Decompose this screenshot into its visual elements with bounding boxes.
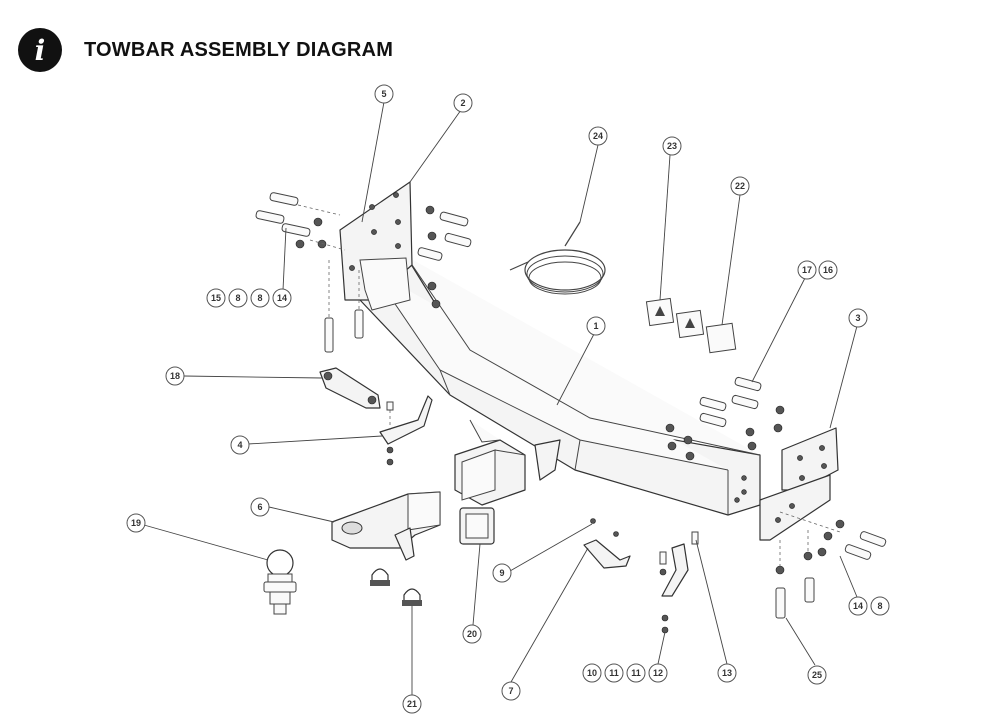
svg-text:21: 21 [407, 699, 417, 709]
svg-text:17: 17 [802, 265, 812, 275]
svg-text:5: 5 [381, 89, 386, 99]
hitch-cover-part [459, 507, 495, 545]
svg-text:10: 10 [587, 668, 597, 678]
svg-text:24: 24 [593, 131, 603, 141]
svg-text:9: 9 [499, 568, 504, 578]
svg-text:23: 23 [667, 141, 677, 151]
callout-20: 20 [462, 624, 482, 644]
left-bracket-part [339, 181, 413, 311]
diagram-header: i TOWBAR ASSEMBLY DIAGRAM [18, 28, 393, 72]
svg-text:16: 16 [823, 265, 833, 275]
svg-text:14: 14 [853, 601, 863, 611]
callout-24: 24 [588, 126, 608, 146]
page-title: TOWBAR ASSEMBLY DIAGRAM [84, 38, 394, 61]
callout-23: 23 [662, 136, 682, 156]
callout-6: 6 [250, 497, 270, 517]
svg-text:6: 6 [257, 502, 262, 512]
wiring-bracket-part [319, 367, 381, 409]
svg-text:2: 2 [460, 98, 465, 108]
callout-19: 19 [126, 513, 146, 533]
svg-text:4: 4 [237, 440, 242, 450]
svg-text:14: 14 [277, 293, 287, 303]
right-bolts-part [665, 376, 887, 619]
cross-member-part [359, 255, 761, 516]
socket-bracket-part [379, 395, 433, 466]
callout-8: 8 [870, 596, 890, 616]
svg-text:25: 25 [812, 670, 822, 680]
callout-8: 8 [228, 288, 248, 308]
callout-10: 10 [582, 663, 602, 683]
svg-text:3: 3 [855, 313, 860, 323]
callout-22: 22 [730, 176, 750, 196]
callout-12: 12 [648, 663, 668, 683]
shackle-part [370, 568, 422, 606]
callout-8: 8 [250, 288, 270, 308]
callout-14: 14 [848, 596, 868, 616]
left-bolts-part [255, 192, 472, 353]
svg-text:12: 12 [653, 668, 663, 678]
receiver-box-part [454, 419, 561, 506]
callout-1: 1 [586, 316, 606, 336]
callout-2: 2 [453, 93, 473, 113]
svg-text:8: 8 [235, 293, 240, 303]
svg-text:8: 8 [257, 293, 262, 303]
callout-18: 18 [165, 366, 185, 386]
svg-text:13: 13 [722, 668, 732, 678]
svg-text:11: 11 [609, 668, 619, 678]
wiring-loom-part [509, 221, 606, 295]
l-bracket-part [659, 531, 699, 634]
callout-11: 11 [626, 663, 646, 683]
svg-text:11: 11 [631, 668, 641, 678]
callout-9: 9 [492, 563, 512, 583]
ball-mount-part [331, 491, 441, 561]
svg-text:15: 15 [211, 293, 221, 303]
svg-text:19: 19 [131, 518, 141, 528]
callout-4: 4 [230, 435, 250, 455]
callout-17: 17 [797, 260, 817, 280]
svg-text:22: 22 [735, 181, 745, 191]
callout-15: 15 [206, 288, 226, 308]
callout-16: 16 [818, 260, 838, 280]
info-icon: i [18, 28, 62, 72]
callout-5: 5 [374, 84, 394, 104]
svg-text:1: 1 [593, 321, 598, 331]
svg-text:18: 18 [170, 371, 180, 381]
leader-lines [143, 101, 858, 695]
svg-text:20: 20 [467, 629, 477, 639]
decal-part [645, 297, 737, 354]
svg-text:7: 7 [508, 686, 513, 696]
tow-ball-part [263, 549, 297, 615]
callout-3: 3 [848, 308, 868, 328]
right-bracket-part [759, 427, 839, 541]
callout-25: 25 [807, 665, 827, 685]
callout-11: 11 [604, 663, 624, 683]
callout-7: 7 [501, 681, 521, 701]
callout-14: 14 [272, 288, 292, 308]
callout-21: 21 [402, 694, 422, 714]
svg-text:8: 8 [877, 601, 882, 611]
callout-13: 13 [717, 663, 737, 683]
small-bracket-part [583, 518, 631, 569]
